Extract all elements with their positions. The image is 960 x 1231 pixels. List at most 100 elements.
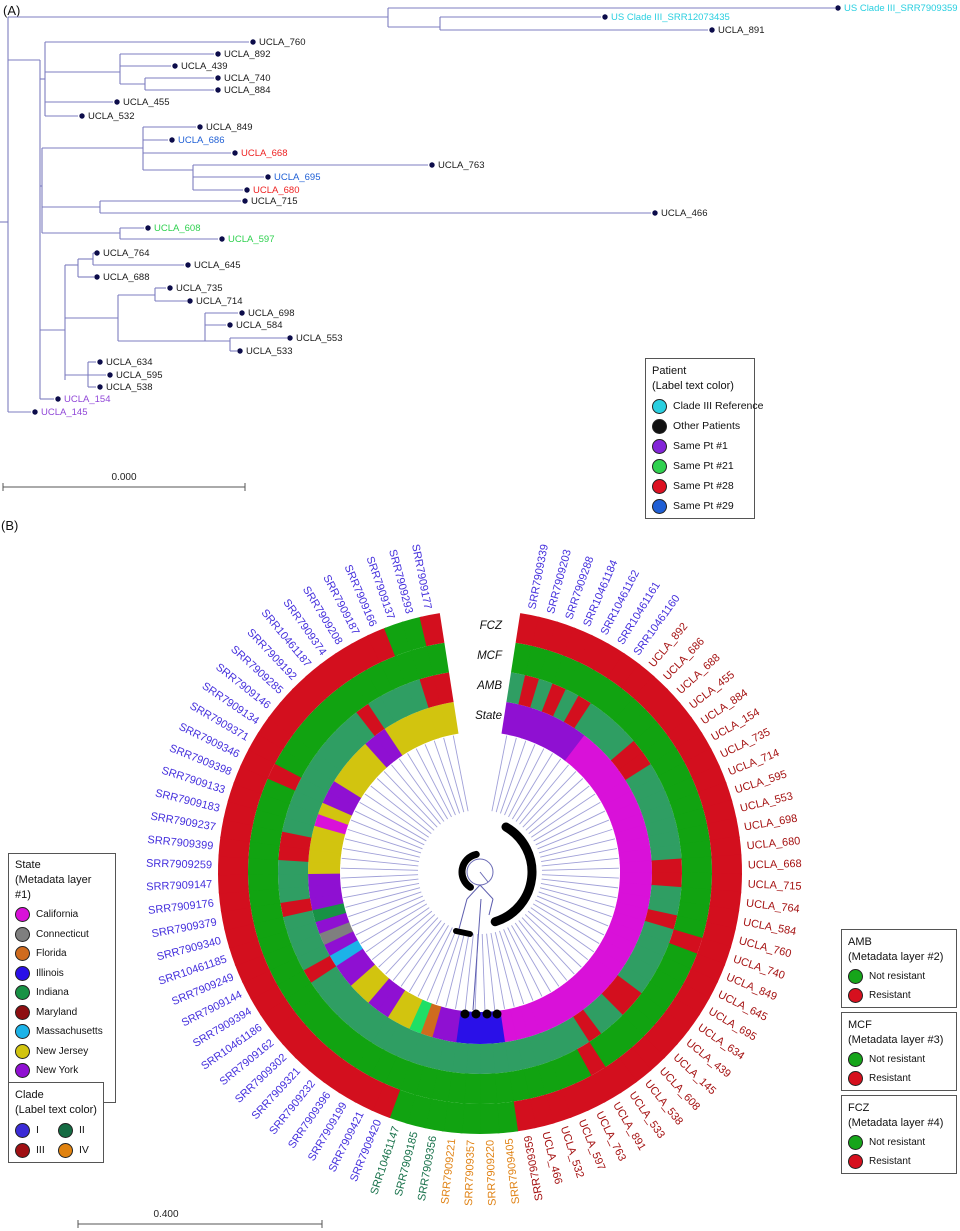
state-ring-segment <box>308 882 342 899</box>
legend-item: Same Pt #29 <box>652 498 748 514</box>
mcf-ring-segment <box>656 956 691 986</box>
state-ring-segment <box>602 930 637 956</box>
mcf-ring-segment <box>590 677 623 713</box>
legend-item-label: Not resistant <box>869 970 926 982</box>
amb-ring-segment <box>550 1022 578 1057</box>
mcf-ring-segment <box>507 1069 530 1102</box>
tree-spoke <box>417 927 453 997</box>
mcf-ring-segment <box>538 650 565 685</box>
mcf-ring-segment <box>446 1071 467 1104</box>
state-ring-segment <box>318 921 354 945</box>
tree-tip-label: UCLA_686 <box>178 135 224 146</box>
tree-tip-dot <box>32 409 38 415</box>
fcz-ring-segment <box>607 652 641 689</box>
legend-item: New Jersey <box>15 1043 109 1059</box>
tree-spoke <box>535 899 605 936</box>
legend-color-dot <box>15 946 30 962</box>
tree-tip-dot <box>107 372 113 378</box>
tree-spoke <box>409 925 449 992</box>
tree-tip-dot <box>652 210 658 216</box>
legend-color-dot <box>15 1142 30 1158</box>
amb-ring-segment <box>282 816 315 838</box>
tree-spoke <box>530 907 595 953</box>
amb-ring-segment <box>651 858 682 875</box>
tree-tip-dot <box>287 335 293 341</box>
tree-spoke <box>415 748 452 818</box>
tree-spoke <box>533 801 601 842</box>
amb-ring-segment <box>631 776 665 803</box>
state-ring-segment <box>597 939 631 967</box>
tree-spoke <box>452 735 469 812</box>
legend-item: III <box>15 1142 54 1158</box>
state-ring-segment <box>384 721 412 756</box>
legend-color-dot <box>58 1122 73 1138</box>
tree-spoke <box>486 933 496 1011</box>
tree-tip-dot <box>94 274 100 280</box>
tree-spoke <box>391 764 441 825</box>
legend-item-label: Other Patients <box>673 420 741 433</box>
mcf-ring-segment <box>657 762 693 791</box>
fcz-ring-segment <box>241 968 278 1000</box>
amb-ring-segment <box>285 802 319 826</box>
center-branch-line <box>466 884 481 900</box>
amb-ring-segment <box>289 789 324 815</box>
tree-spoke <box>364 793 429 838</box>
tree-tip-dot <box>250 39 256 45</box>
fcz-ring-segment <box>578 634 610 671</box>
fcz-ring-segment <box>664 997 701 1031</box>
mcf-ring-segment <box>354 1041 385 1077</box>
tree-tip-dot <box>232 150 238 156</box>
state-ring-segment <box>394 716 421 751</box>
state-ring-segment <box>365 735 396 768</box>
tree-spoke <box>495 737 517 813</box>
tree-tip-dot <box>602 14 608 20</box>
tree-spoke <box>519 764 569 825</box>
tree-spoke <box>518 920 568 981</box>
legend-item-label: Resistant <box>869 989 911 1001</box>
tree-tip-dot <box>169 137 175 143</box>
center-branch-line <box>479 884 494 900</box>
tree-tip-dot <box>167 285 173 291</box>
tree-tip-dot <box>114 99 120 105</box>
legend-item: Massachusetts <box>15 1024 109 1040</box>
fcz-legend-title: FCZ <box>848 1102 870 1114</box>
state-ring-segment <box>408 999 432 1034</box>
fcz-ring-segment <box>676 731 712 764</box>
state-ring-segment <box>530 711 555 746</box>
collapsed-clade-dash <box>453 928 473 937</box>
circular-tip-label: UCLA_584 <box>742 916 797 938</box>
tree-spoke <box>522 771 577 828</box>
amb-ring-segment <box>327 984 360 1016</box>
fcz-ring-segment <box>702 799 737 826</box>
tree-tip-dot <box>265 174 271 180</box>
amb-ring-segment <box>347 1001 378 1035</box>
fcz-ring-segment <box>334 643 367 679</box>
amb-ring-segment <box>518 675 541 708</box>
legend-color-dot <box>15 1024 30 1040</box>
amb-ring-segment <box>409 1033 433 1067</box>
state-ring-segment <box>440 702 459 736</box>
mcf-ring-segment <box>269 956 304 986</box>
state-ring-segment <box>442 1008 461 1043</box>
tree-tip-dot <box>197 124 203 130</box>
tree-spoke <box>515 758 562 822</box>
legend-item-label: I <box>36 1124 39 1137</box>
amb-ring-segment <box>650 844 682 862</box>
legend-item: Same Pt #28 <box>652 478 748 494</box>
patient-legend-subtitle: (Label text color) <box>652 379 734 392</box>
legend-item-label: Indiana <box>36 987 69 999</box>
tree-tip-dot <box>185 262 191 268</box>
tree-tip-dot <box>55 396 61 402</box>
circular-tip-label: SRR7909220 <box>484 1140 498 1206</box>
fcz-ring-segment <box>319 652 353 689</box>
tree-spoke <box>348 891 422 918</box>
tree-tip-label: UCLA_455 <box>123 97 169 108</box>
amb-ring-segment <box>602 730 635 762</box>
tree-spoke <box>341 857 419 867</box>
amb-ring-segment <box>325 730 358 762</box>
legend-item-label: Illinois <box>36 967 64 979</box>
